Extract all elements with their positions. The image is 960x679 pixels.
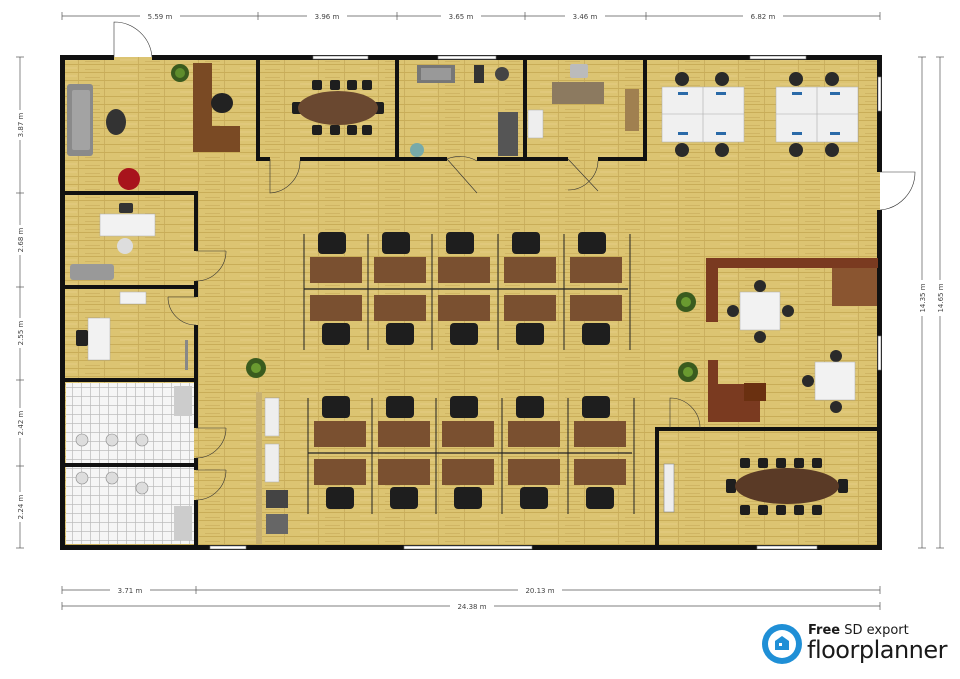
dim-bottom-2: 20.13 m: [525, 587, 554, 595]
desk-chair: [450, 323, 478, 345]
floorplanner-logo: Free SD export floorplanner: [760, 622, 955, 670]
doors: [113, 21, 916, 501]
dim-top-1: 5.59 m: [148, 13, 173, 21]
plants: [246, 292, 698, 382]
desk-chair: [582, 396, 610, 418]
desk: [378, 421, 430, 447]
desk: [374, 295, 426, 321]
desk: [438, 257, 490, 283]
desk: [310, 257, 362, 283]
dim-left-4: 2.42 m: [17, 411, 25, 436]
meeting-room-bottom-right: [663, 458, 848, 515]
dimension-labels: 5.59 m 3.96 m 3.65 m 3.46 m 6.82 m 3.87 …: [14, 10, 946, 612]
desk-chair: [446, 232, 474, 254]
dim-top-2: 3.96 m: [315, 13, 340, 21]
desk: [504, 295, 556, 321]
desk: [574, 459, 626, 485]
desk: [438, 295, 490, 321]
desk-chair: [454, 487, 482, 509]
desk-chair: [586, 487, 614, 509]
desk: [310, 295, 362, 321]
desk: [508, 421, 560, 447]
desk-chair: [382, 232, 410, 254]
desk: [374, 257, 426, 283]
desk-chair: [520, 487, 548, 509]
dim-right-outer: 14.65 m: [937, 283, 945, 312]
right-lounge: [706, 258, 878, 422]
desk-chair: [450, 396, 478, 418]
desk: [574, 421, 626, 447]
storage-and-printers: [256, 392, 288, 544]
desk: [314, 421, 366, 447]
reception-area: [67, 63, 240, 190]
desk-chair: [578, 232, 606, 254]
desk: [314, 459, 366, 485]
house-icon: [775, 636, 789, 650]
office-left-1: [70, 203, 156, 280]
open-plan-desks: [303, 232, 635, 514]
restroom-1-tile: [66, 383, 194, 463]
meeting-room-top: [292, 80, 384, 135]
desk-chair: [318, 232, 346, 254]
dim-top-5: 6.82 m: [751, 13, 776, 21]
desk: [570, 295, 622, 321]
office-left-2: [76, 291, 188, 370]
dim-top-3: 3.65 m: [449, 13, 474, 21]
desk-chair: [326, 487, 354, 509]
desk-chair: [516, 396, 544, 418]
dim-left-3: 2.55 m: [17, 321, 25, 346]
desk-chair: [386, 323, 414, 345]
dim-bottom-1: 3.71 m: [118, 587, 143, 595]
desk: [378, 459, 430, 485]
desk-chair: [322, 396, 350, 418]
workstation-cluster-top-right: [661, 72, 859, 157]
desk-chair: [322, 323, 350, 345]
desk: [570, 257, 622, 283]
dim-top-4: 3.46 m: [573, 13, 598, 21]
small-office-top: [527, 64, 639, 139]
export-label: Free SD export: [808, 623, 909, 638]
desk: [504, 257, 556, 283]
windows: [209, 55, 882, 550]
desk: [442, 459, 494, 485]
brand-name: floorplanner: [807, 636, 948, 664]
dim-total: 24.38 m: [457, 603, 486, 611]
dim-right-inner: 14.35 m: [919, 283, 927, 312]
restrooms: [75, 386, 192, 540]
dim-left-1: 3.87 m: [17, 113, 25, 138]
desk: [442, 421, 494, 447]
desk-chair: [582, 323, 610, 345]
desk-chair: [516, 323, 544, 345]
desk: [508, 459, 560, 485]
dim-left-2: 2.68 m: [17, 228, 25, 253]
desk-chair: [512, 232, 540, 254]
desk-chair: [390, 487, 418, 509]
desk-chair: [386, 396, 414, 418]
dim-left-5: 2.24 m: [17, 495, 25, 520]
kitchen: [410, 65, 518, 157]
